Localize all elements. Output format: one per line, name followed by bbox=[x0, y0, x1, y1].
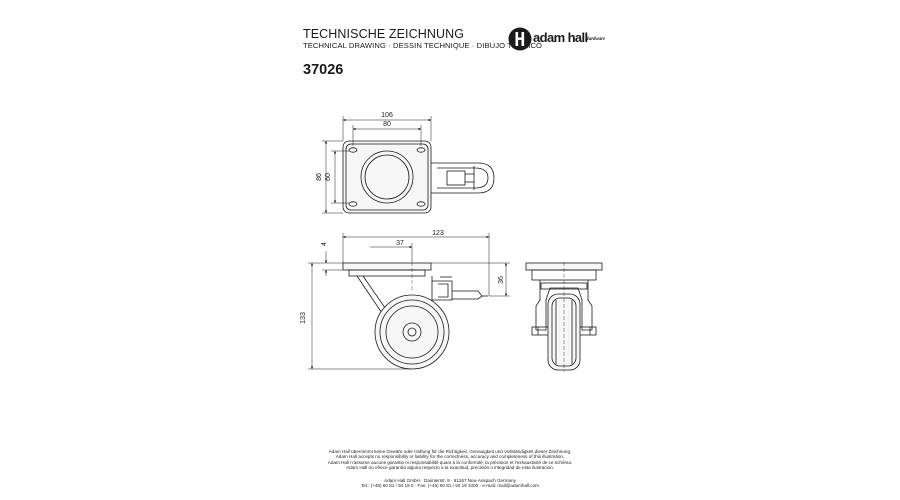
brand-name: adam hall bbox=[533, 30, 588, 45]
dim-top-width-inner: 80 bbox=[383, 121, 391, 128]
front-view bbox=[525, 262, 603, 372]
dim-side-plate-thickness: 4 bbox=[321, 242, 328, 246]
dim-side-bracket-height: 36 bbox=[498, 276, 505, 284]
mounting-plate-side bbox=[342, 262, 432, 271]
dim-side-offset: 37 bbox=[396, 240, 404, 247]
mounting-plate-top bbox=[342, 140, 432, 214]
drawing-title: TECHNISCHE ZEICHNUNG bbox=[303, 27, 465, 41]
brand-tagline: Hardware bbox=[585, 37, 606, 42]
disclaimer-de: Adam Hall übernimmt keine Gewähr oder Ha… bbox=[328, 449, 572, 454]
brake-pedal-top bbox=[431, 162, 495, 194]
dim-side-height: 133 bbox=[300, 312, 307, 324]
footer-company: Adam Hall GmbH · Daimlerstr. 9 · 61267 N… bbox=[300, 478, 600, 489]
dim-top-width-outer: 106 bbox=[381, 112, 393, 119]
brake-pedal-side bbox=[432, 276, 488, 301]
bolt-holes bbox=[348, 147, 426, 207]
disclaimer-es: Adam Hall no ofrece garantía alguna resp… bbox=[346, 465, 554, 471]
side-view-dimensions bbox=[308, 233, 510, 370]
disclaimer-en: Adam Hall accepts no responsibility or l… bbox=[335, 454, 565, 460]
drawing-subtitle: TECHNICAL DRAWING · DESSIN TECHNIQUE · D… bbox=[303, 41, 543, 50]
brand-logo: adam hall Hardware bbox=[508, 26, 612, 52]
top-view-dimensions bbox=[322, 116, 432, 214]
article-number: 37026 bbox=[303, 62, 344, 78]
swivel-ring bbox=[360, 150, 414, 204]
side-view bbox=[342, 262, 488, 370]
company-contact: Tel.: (+49) 60 81 / 94 19 0 · Fax: (+49)… bbox=[360, 483, 540, 489]
dim-top-height-outer: 86 bbox=[316, 173, 323, 181]
company-address: Adam Hall GmbH · Daimlerstr. 9 · 61267 N… bbox=[384, 478, 516, 483]
disclaimer-fr: Adam Hall n'assume aucune garantie ni re… bbox=[327, 459, 573, 465]
dim-top-height-inner: 60 bbox=[325, 173, 332, 181]
dim-side-total-length: 123 bbox=[432, 230, 444, 237]
footer-disclaimer: Adam Hall übernimmt keine Gewähr oder Ha… bbox=[300, 449, 600, 471]
top-view bbox=[342, 140, 495, 214]
adam-hall-logo-icon bbox=[508, 27, 532, 51]
